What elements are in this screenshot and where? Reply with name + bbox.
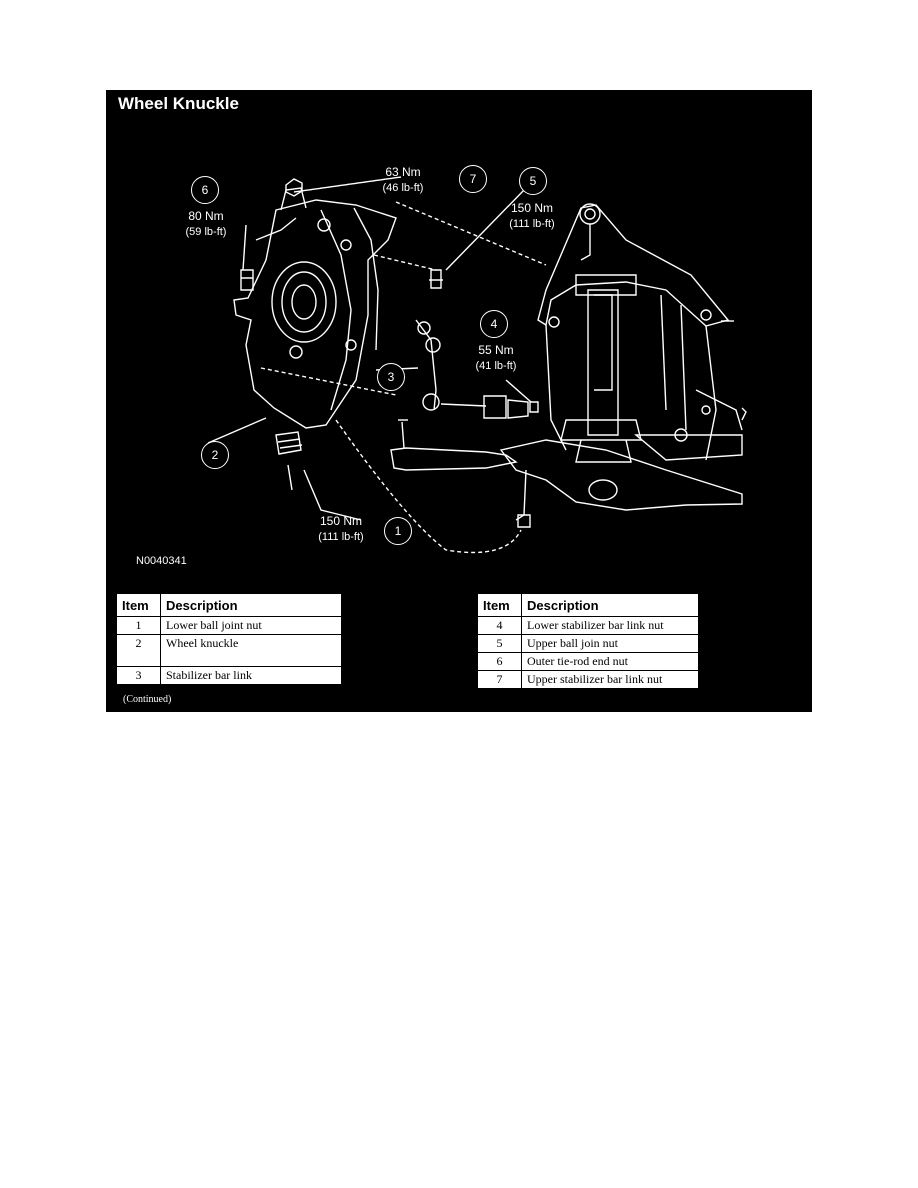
legend-item-description: Stabilizer bar link	[160, 666, 342, 685]
legend-item-number: 2	[116, 634, 161, 667]
callout-3-badge: 3	[377, 363, 405, 391]
figure-id: N0040341	[136, 555, 187, 567]
legend-item-description: Outer tie-rod end nut	[521, 652, 699, 671]
legend-item-description: Lower ball joint nut	[160, 616, 342, 635]
legend-header-description: Description	[521, 593, 699, 617]
callout-5-badge: 5	[519, 167, 547, 195]
legend-item-number: 6	[477, 652, 522, 671]
figure-panel: Wheel Knuckle	[106, 90, 812, 712]
legend-header-description: Description	[160, 593, 342, 617]
callout-6-torque: 80 Nm (59 lb-ft)	[185, 209, 227, 238]
legend-item-number: 5	[477, 634, 522, 653]
callout-5-torque: 150 Nm (111 lb-ft)	[509, 201, 555, 230]
legend-table-left: Item Description 1 Lower ball joint nut …	[116, 593, 342, 685]
legend-header-item: Item	[477, 593, 522, 617]
legend-header-item: Item	[116, 593, 161, 617]
legend-item-number: 3	[116, 666, 161, 685]
callout-7-badge: 7	[459, 165, 487, 193]
continued-note: (Continued)	[123, 694, 172, 705]
callout-2-badge: 2	[201, 441, 229, 469]
callout-4-badge: 4	[480, 310, 508, 338]
callout-7-torque: 63 Nm (46 lb-ft)	[382, 165, 424, 194]
callout-6-badge: 6	[191, 176, 219, 204]
legend-item-number: 7	[477, 670, 522, 689]
legend-item-number: 4	[477, 616, 522, 635]
callout-1-torque: 150 Nm (111 lb-ft)	[318, 514, 364, 543]
figure-title: Wheel Knuckle	[118, 94, 239, 113]
legend-item-description: Lower stabilizer bar link nut	[521, 616, 699, 635]
legend-item-number: 1	[116, 616, 161, 635]
legend-item-description: Wheel knuckle	[160, 634, 342, 667]
legend-item-description: Upper ball join nut	[521, 634, 699, 653]
callout-4-torque: 55 Nm (41 lb-ft)	[475, 343, 517, 372]
callout-1-badge: 1	[384, 517, 412, 545]
legend-item-description: Upper stabilizer bar link nut	[521, 670, 699, 689]
suspension-line-drawing	[207, 176, 747, 554]
legend-table-right: Item Description 4 Lower stabilizer bar …	[477, 593, 699, 689]
